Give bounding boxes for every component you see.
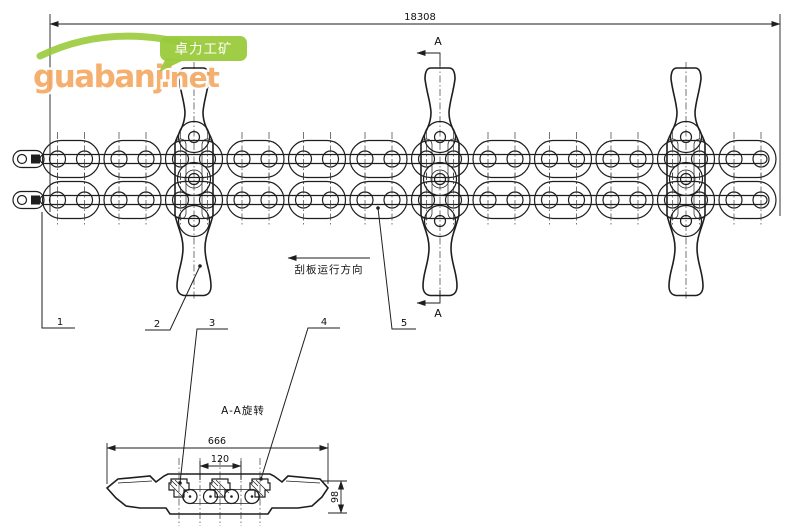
chain-bar-section bbox=[182, 488, 198, 505]
overall-dimension: 18308 bbox=[49, 12, 781, 216]
leader-dot bbox=[376, 206, 380, 210]
overall-dimension-value: 18308 bbox=[404, 12, 436, 23]
chain-strand-top bbox=[12, 131, 777, 187]
leader-line bbox=[260, 327, 340, 480]
chain-link-oval bbox=[287, 172, 347, 228]
watermark-logo: guabanji .net 卓力工矿 bbox=[31, 32, 247, 98]
section-letter: A bbox=[434, 35, 442, 48]
bubble-tail-icon bbox=[159, 58, 184, 72]
scraper-flight-3 bbox=[666, 61, 706, 301]
leader-line bbox=[179, 328, 228, 484]
direction-label: 刮板运行方向 bbox=[295, 263, 364, 276]
chain-link-oval bbox=[287, 131, 347, 187]
chain-link-oval bbox=[41, 172, 101, 228]
chain-strand-bottom bbox=[12, 172, 777, 228]
direction-annotation: 刮板运行方向 bbox=[287, 254, 370, 276]
part-number: 3 bbox=[209, 318, 215, 329]
chain-link-oval bbox=[595, 172, 654, 228]
chain-link-oval bbox=[349, 131, 408, 187]
section-cut-arrow bbox=[416, 290, 441, 307]
chain-link-oval bbox=[226, 172, 285, 228]
section-mark-bottom: A bbox=[416, 290, 442, 320]
dimension-value: 666 bbox=[208, 436, 226, 447]
bubble-shape bbox=[160, 36, 247, 61]
chain-link-oval bbox=[472, 131, 531, 187]
leader-line bbox=[145, 265, 201, 331]
section-cut-arrow bbox=[416, 49, 441, 66]
part-callout-2: 2 bbox=[145, 264, 202, 331]
dimension-120: 120 bbox=[199, 454, 242, 480]
section-view: A-A旋转 666 120 bbox=[105, 404, 347, 526]
part-number: 4 bbox=[321, 317, 327, 328]
dimension-value: 120 bbox=[211, 454, 229, 465]
scraper-flight-1 bbox=[174, 61, 214, 301]
chain-link-oval bbox=[533, 172, 593, 228]
watermark-bubble: 卓力工矿 bbox=[159, 36, 247, 72]
profile-inner-line bbox=[285, 480, 321, 484]
chain-end-connector bbox=[12, 190, 45, 210]
part-number: 2 bbox=[154, 319, 160, 330]
section-letter: A bbox=[434, 307, 442, 320]
dimension-666: 666 bbox=[106, 436, 329, 484]
dimension-98: 98 bbox=[322, 480, 347, 514]
chain-link-oval bbox=[41, 131, 101, 187]
section-view-title: A-A旋转 bbox=[221, 404, 265, 417]
chain-end-connector bbox=[12, 149, 45, 169]
leader-line bbox=[41, 212, 75, 329]
dimension-value: 98 bbox=[330, 491, 341, 503]
leader-dot bbox=[198, 264, 202, 268]
part-callout-1: 1 bbox=[41, 212, 75, 329]
chain-link-oval bbox=[103, 131, 162, 187]
chain-link-oval bbox=[103, 172, 162, 228]
section-mark-top: A bbox=[416, 35, 442, 66]
part-number: 5 bbox=[401, 318, 407, 329]
watermark-site-name: guabanji bbox=[33, 59, 173, 95]
scraper-section-profile bbox=[105, 473, 330, 515]
profile-inner-line bbox=[117, 480, 153, 484]
chain-link-oval bbox=[595, 131, 654, 187]
part-callout-5: 5 bbox=[376, 206, 416, 330]
scraper-flight-2 bbox=[420, 61, 460, 301]
leader-line bbox=[377, 207, 416, 330]
chain-link-oval bbox=[472, 172, 531, 228]
bubble-text: 卓力工矿 bbox=[175, 42, 233, 58]
part-number: 1 bbox=[57, 317, 63, 328]
chain-bar-section bbox=[223, 488, 240, 505]
chain-link-oval bbox=[349, 172, 408, 228]
chain-link-oval bbox=[533, 131, 593, 187]
chain-link-oval bbox=[226, 131, 285, 187]
